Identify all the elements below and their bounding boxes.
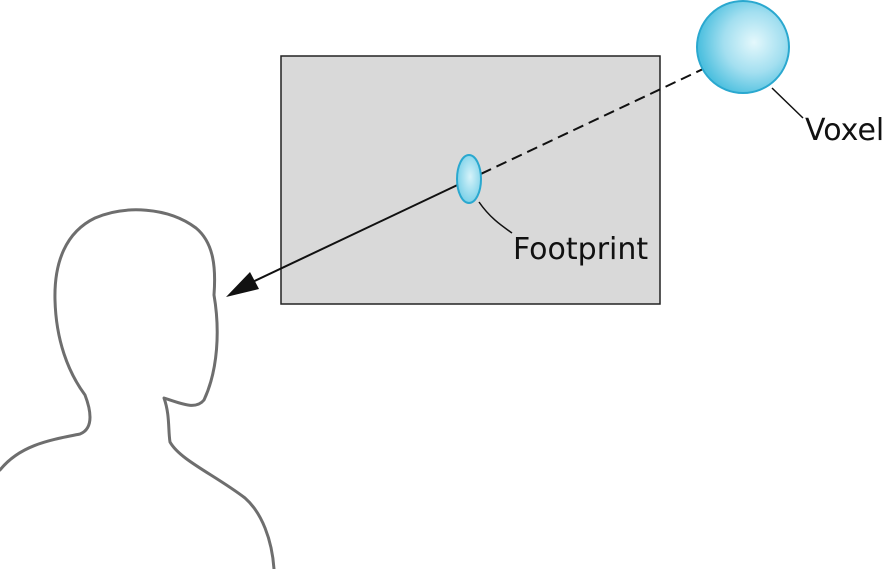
footprint-ellipse [456,154,482,204]
viewer-head-silhouette [0,208,276,569]
voxel-label: Voxel [805,113,884,148]
ray-arrowhead [226,272,259,297]
footprint-label: Footprint [513,232,648,267]
ray-solid-segment [243,179,469,287]
ray-dashed-segment [467,52,738,181]
voxel-leader-line [771,87,804,119]
footprint-leader-line [478,201,513,234]
voxel-sphere [696,0,790,94]
